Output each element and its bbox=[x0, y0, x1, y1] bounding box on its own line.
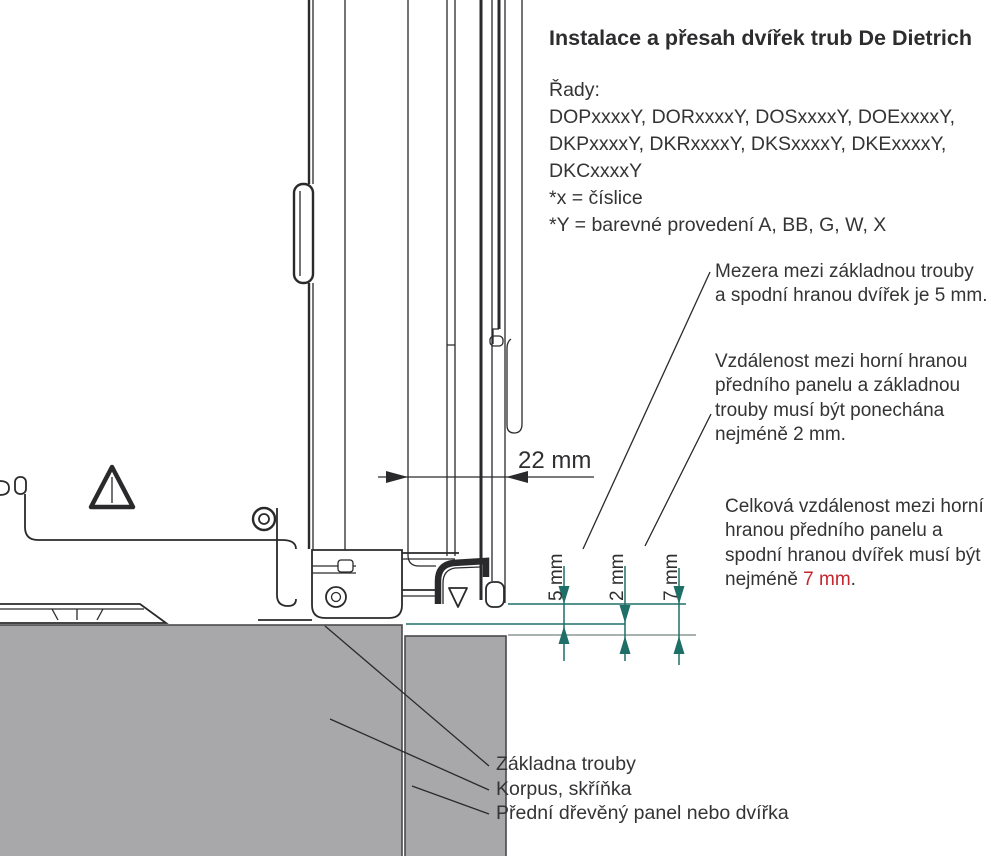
dimension-label-7mm: 7 mm bbox=[661, 553, 682, 602]
dimension-label-5mm: 5 mm bbox=[546, 553, 567, 602]
hinge-screw-icon bbox=[251, 506, 312, 621]
label-cabinet: Korpus, skříňka bbox=[496, 777, 632, 800]
dimension-label-2mm: 2 mm bbox=[607, 553, 628, 602]
oven-underside-profile bbox=[0, 476, 297, 550]
series-note-x: *x = číslice bbox=[549, 187, 643, 209]
series-models-line: DKCxxxxY bbox=[549, 160, 643, 182]
label-oven-base: Základna trouby bbox=[496, 753, 636, 775]
oven-door-section-lines bbox=[307, 0, 523, 603]
annotation-gap-base-panel: Vzdálenost mezi horní hranou předního pa… bbox=[715, 351, 968, 445]
door-hinge-slot bbox=[292, 182, 315, 285]
dimension-label-22mm: 22 mm bbox=[518, 447, 592, 474]
series-note-y: *Y = barevné provedení A, BB, G, W, X bbox=[549, 214, 887, 236]
annotation-gap-total: Celková vzdálenost mezi horní hranou pře… bbox=[725, 496, 984, 590]
series-label: Řady: bbox=[549, 79, 600, 101]
oven-base-foot bbox=[0, 603, 169, 624]
warning-triangle-icon bbox=[88, 464, 136, 510]
part-labels: Základna trouby Korpus, skříňka Přední d… bbox=[496, 752, 789, 826]
leader-lines bbox=[324, 271, 712, 815]
annotation-gap-door-base: Mezera mezi základnou trouby a spodní hr… bbox=[715, 261, 988, 307]
dimension-22mm bbox=[378, 471, 594, 483]
cabinet-cross-section bbox=[0, 624, 403, 856]
series-info: Řady: DOPxxxxY, DORxxxxY, DOSxxxxY, DOEx… bbox=[549, 77, 989, 239]
series-models-line: DOPxxxxY, DORxxxxY, DOSxxxxY, DOExxxxY, bbox=[549, 106, 955, 128]
front-panel-cross-section bbox=[404, 635, 507, 856]
series-models-line: DKPxxxxY, DKRxxxxY, DKSxxxxY, DKExxxxY, bbox=[549, 133, 947, 155]
gap-dimension-lines bbox=[406, 566, 696, 665]
hinge-receiver-box bbox=[311, 549, 403, 619]
label-front-panel: Přední dřevěný panel nebo dvířka bbox=[496, 802, 789, 825]
door-bottom-frame bbox=[402, 552, 505, 608]
highlight-7mm: 7 mm bbox=[803, 568, 851, 590]
page-title: Instalace a přesah dvířek trub De Dietri… bbox=[549, 26, 972, 50]
